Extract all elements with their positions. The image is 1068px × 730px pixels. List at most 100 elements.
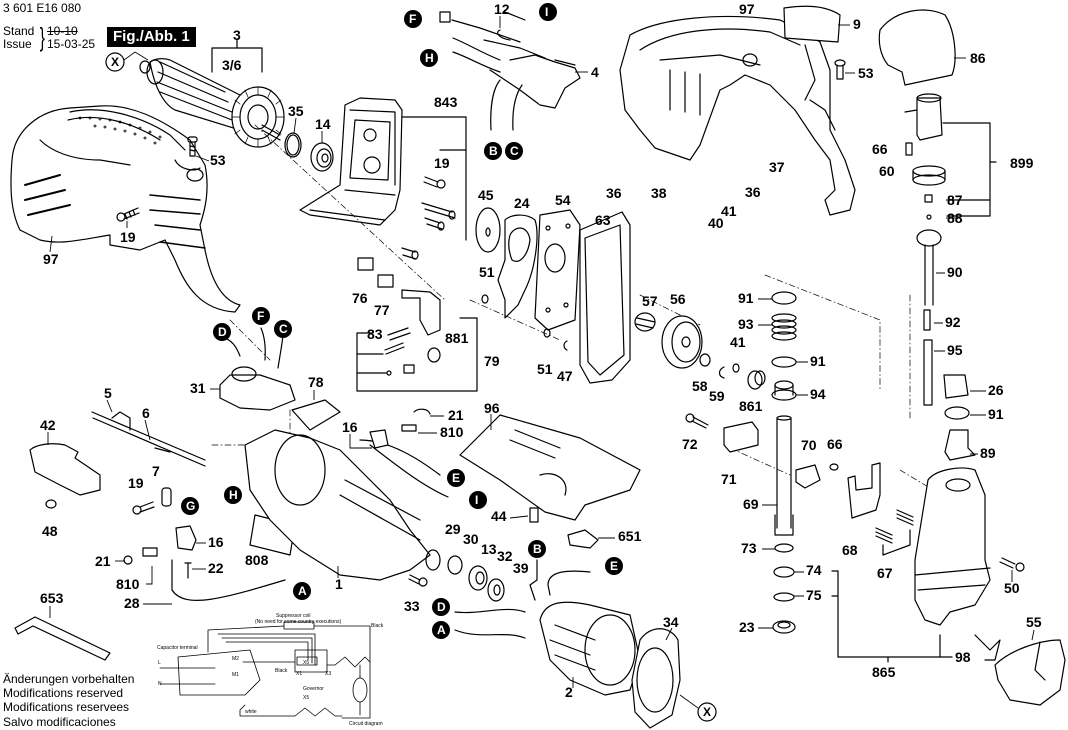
connector-badge-e-mid: E: [447, 469, 465, 487]
callout: 57: [642, 293, 658, 309]
callout: 97: [43, 251, 59, 267]
part-screw-66-top: [905, 142, 913, 156]
guide-lines: [211, 124, 951, 501]
part-lower-housing: [914, 467, 991, 626]
callout: 75: [806, 587, 822, 603]
shaft-marker-x-bottom: X: [679, 694, 717, 722]
callout: 21: [448, 407, 464, 423]
callout: 59: [709, 388, 725, 404]
part-screw-22: [184, 562, 192, 579]
callout: 881: [445, 330, 469, 346]
part-bracket-71: [723, 421, 759, 453]
part-brush-holder-16-b: [369, 429, 389, 449]
note-french: Modifications reservees: [3, 700, 130, 715]
connector-badge-f-left: F: [252, 307, 270, 325]
callout: 66: [872, 141, 888, 157]
part-washer-74: [773, 566, 795, 578]
callout: 6: [142, 405, 150, 421]
part-cover-63: [579, 211, 631, 384]
callout: 91: [988, 406, 1004, 422]
callout: 53: [210, 152, 226, 168]
part-label-9: [783, 5, 841, 43]
part-screw-44: [529, 507, 539, 523]
part-76: [357, 257, 374, 271]
callout: 810: [440, 424, 464, 440]
circuit-diagram-labels: Suppressor coil (No need for some countr…: [157, 613, 384, 727]
part-screw-19-lower: [132, 501, 155, 515]
callout: 861: [739, 398, 763, 414]
callout: 77: [374, 302, 390, 318]
callout: 29: [445, 521, 461, 537]
callout: 95: [947, 342, 963, 358]
part-shaft-5-6: [91, 411, 206, 467]
part-washer-51-a: [481, 294, 489, 304]
part-pins: [401, 202, 456, 260]
svg-text:B: B: [533, 542, 542, 556]
callout: 5: [104, 385, 112, 401]
leader-bracket-3: [211, 39, 263, 73]
part-screw-19-center: [423, 176, 446, 189]
callout: 91: [810, 353, 826, 369]
connector-badge-a-bottom: A: [432, 621, 450, 639]
part-gear-housing: [299, 97, 403, 226]
part-bushing-94: [771, 380, 797, 401]
callout: 36: [745, 184, 761, 200]
callout: 90: [947, 264, 963, 280]
callout: 2: [565, 684, 573, 700]
part-83: [384, 327, 411, 376]
svg-text:X: X: [111, 55, 119, 69]
wire-to-i: [369, 444, 449, 498]
callout: 1: [335, 576, 343, 592]
callout: 33: [404, 598, 420, 614]
callout: 45: [478, 187, 494, 203]
part-handle-housing-left: [10, 105, 241, 313]
connector-badge-b-top: B: [484, 142, 502, 160]
svg-text:C: C: [510, 144, 519, 158]
part-washer-91-c: [944, 406, 970, 420]
callout: 69: [743, 496, 759, 512]
callout: 38: [651, 185, 667, 201]
part-washer-58: [699, 353, 711, 367]
part-nut-48: [45, 499, 57, 509]
callout: 865: [872, 664, 896, 680]
callout: 9: [853, 16, 861, 32]
note-english: Modifications reserved: [3, 686, 124, 701]
part-washer-75: [773, 592, 795, 602]
callout: 50: [1004, 580, 1020, 596]
callout: 24: [514, 195, 530, 211]
leader-bracket-843: [401, 116, 467, 241]
line-l-label: L: [158, 660, 161, 666]
callout: 19: [434, 155, 450, 171]
callout: 23: [739, 619, 755, 635]
callout: 97: [739, 1, 755, 17]
m1-label: M1: [232, 672, 239, 678]
part-lever-651: [567, 529, 599, 549]
callout: 7: [152, 463, 160, 479]
callout: 51: [479, 264, 495, 280]
connector-badge-i-mid: I: [469, 491, 487, 509]
part-springs-67: [875, 509, 914, 544]
svg-text:F: F: [409, 12, 416, 26]
figure-title: Fig./Abb. 1: [107, 27, 196, 47]
callout: 34: [663, 614, 679, 630]
connector-badge-c-left: C: [274, 320, 292, 338]
callout: 3/6: [222, 57, 242, 73]
part-screw-53-right: [834, 59, 846, 80]
connector-badge-d-bottom: D: [432, 598, 450, 616]
svg-text:B: B: [489, 144, 498, 158]
callout: 3: [233, 27, 241, 43]
callout: 67: [877, 565, 893, 581]
part-89: [944, 429, 976, 461]
part-base-plate-96: [459, 414, 641, 521]
part-screw-72: [685, 413, 709, 429]
shaft-marker-badges: X X: [105, 51, 717, 722]
callout: 19: [120, 229, 136, 245]
callout: 58: [692, 378, 708, 394]
part-washer-91-b: [771, 356, 797, 368]
part-881: [401, 289, 441, 374]
modification-notes: Änderungen vorbehalten Modifications res…: [3, 672, 134, 729]
part-guard-55: [994, 639, 1066, 706]
connector-badge-h-left: H: [224, 486, 242, 504]
callout: 53: [858, 65, 874, 81]
part-washer-91-a: [771, 291, 797, 305]
